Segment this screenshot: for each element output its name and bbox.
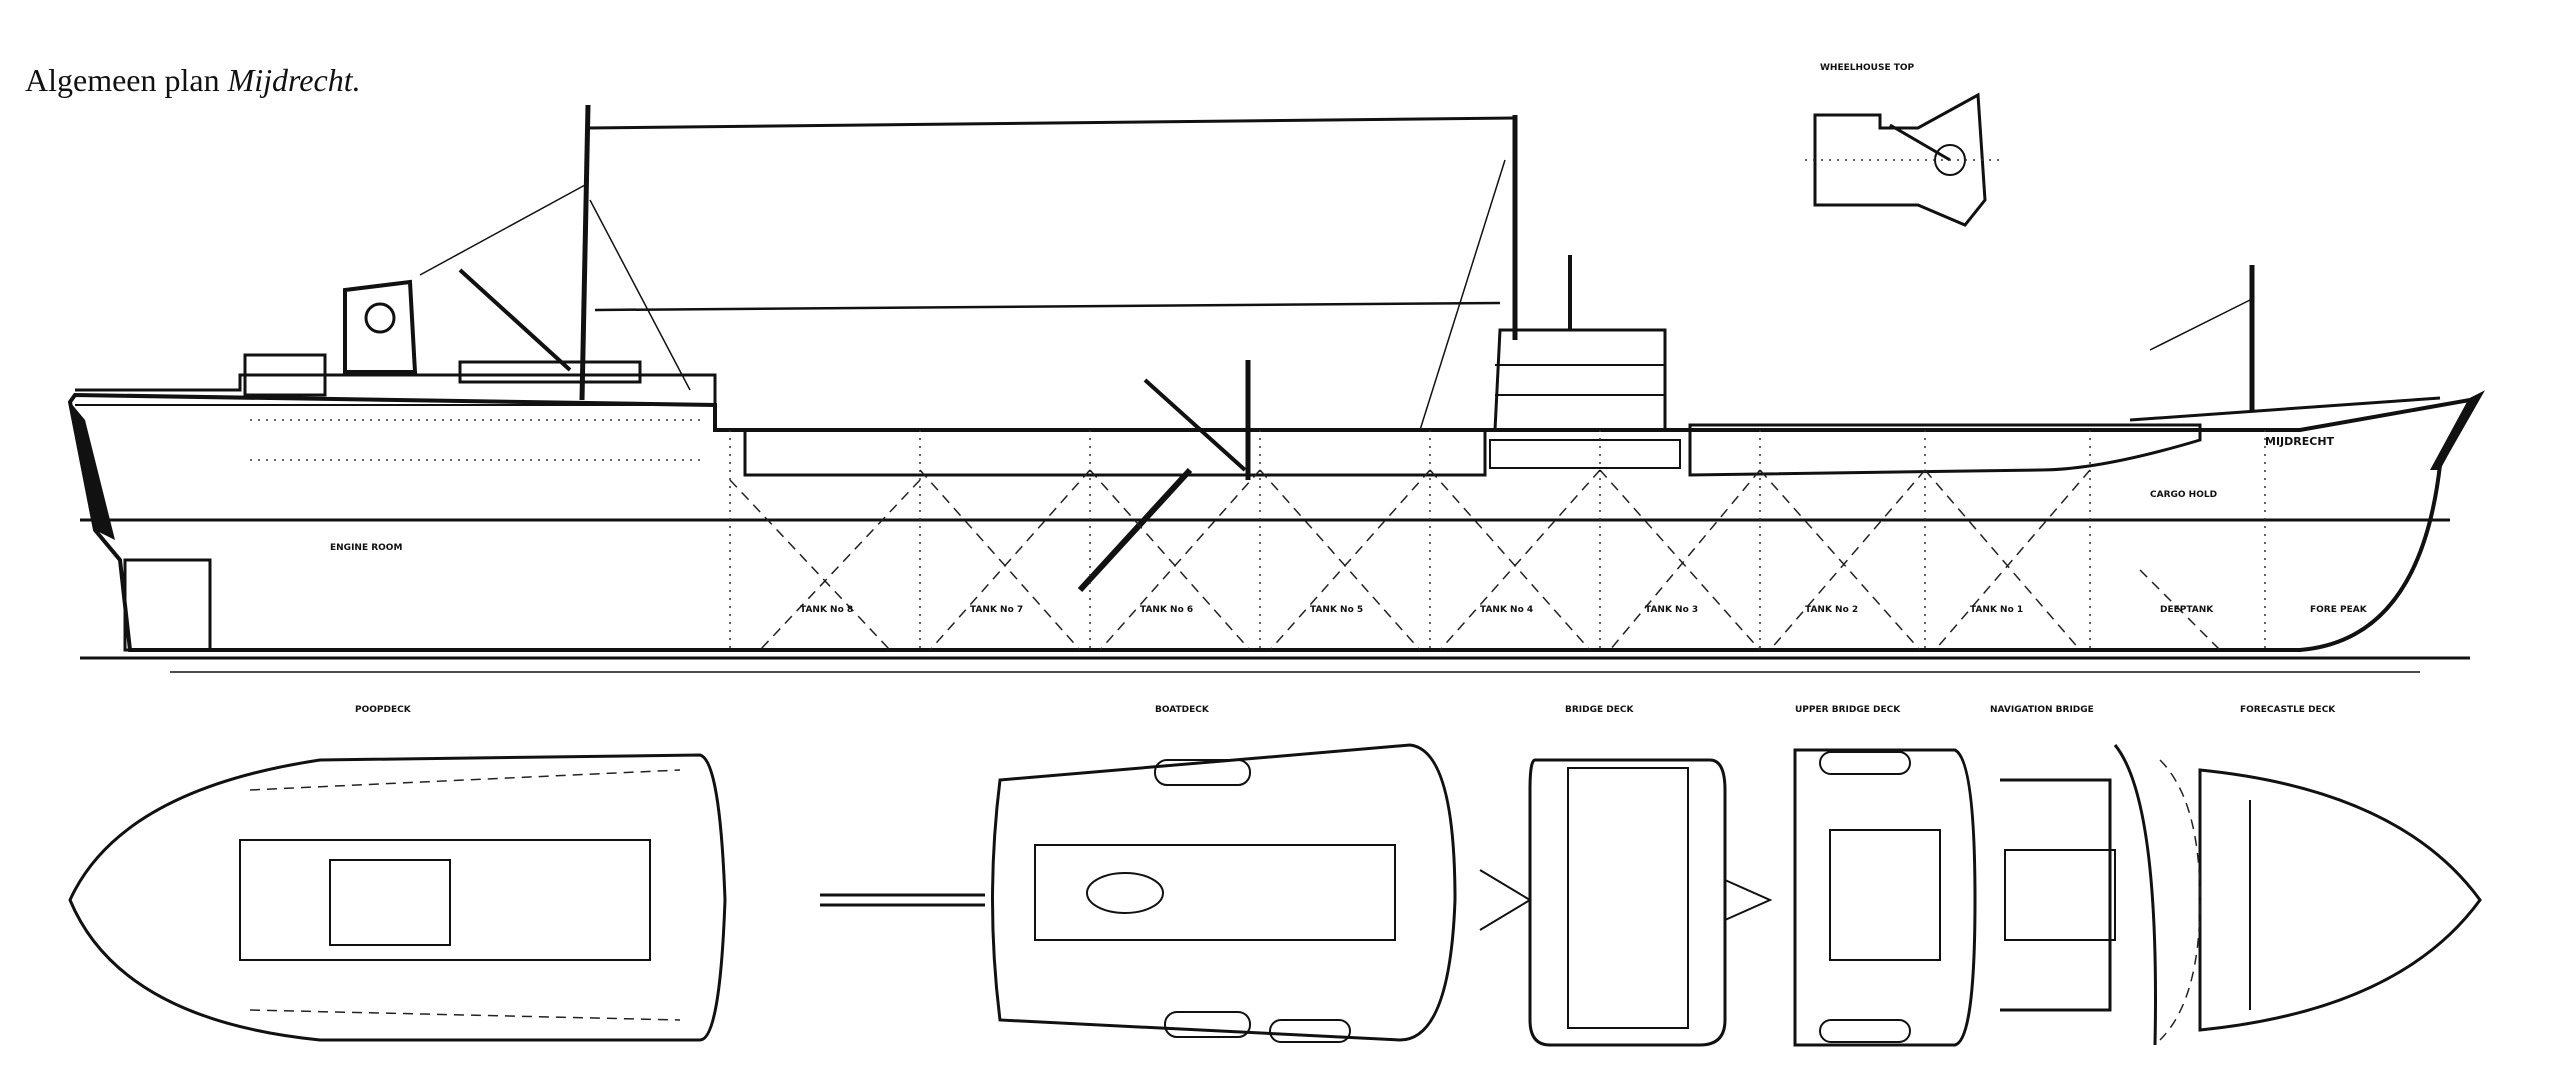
title-text: Algemeen plan (25, 62, 228, 98)
bridge-deck-label: BRIDGE DECK (1565, 705, 1635, 715)
compartment-label: TANK No 7 (970, 605, 1023, 615)
poopdeck-label: POOPDECK (355, 705, 412, 715)
compartment-label: TANK No 4 (1480, 605, 1533, 615)
compartment-label: FORE PEAK (2310, 605, 2368, 615)
compartment-label: CARGO HOLD (2150, 490, 2217, 500)
compartment-label: TANK No 1 (1970, 605, 2023, 615)
page-title: Algemeen plan Mijdrecht. (25, 62, 361, 99)
boatdeck-label: BOATDECK (1155, 705, 1210, 715)
navigation-bridge-label: NAVIGATION BRIDGE (1990, 705, 2094, 715)
hull-ship-name: MIJDRECHT (2265, 435, 2335, 448)
wheelhouse-top-view: WHEELHOUSE TOP (1805, 63, 2000, 227)
side-profile: MIJDRECHT ENGINE ROOM TANK No 8 TANK No … (67, 104, 2486, 673)
deck-plans: POOPDECK BOATDECK BRIDGE DECK UPPER BRID… (68, 705, 2482, 1047)
compartment-label: ENGINE ROOM (330, 543, 402, 553)
forecastle-deck-label: FORECASTLE DECK (2240, 705, 2336, 715)
compartment-label: TANK No 8 (800, 605, 853, 615)
compartment-label: TANK No 3 (1645, 605, 1698, 615)
upper-bridge-deck-label: UPPER BRIDGE DECK (1795, 705, 1901, 715)
compartment-label: TANK No 2 (1805, 605, 1858, 615)
compartment-label: DEEPTANK (2160, 605, 2214, 615)
wheelhouse-top-label: WHEELHOUSE TOP (1820, 63, 1915, 73)
compartment-label: TANK No 5 (1310, 605, 1363, 615)
tank-bulkheads (729, 430, 2266, 651)
title-ship-name: Mijdrecht. (227, 62, 361, 98)
compartment-label: TANK No 6 (1140, 605, 1193, 615)
